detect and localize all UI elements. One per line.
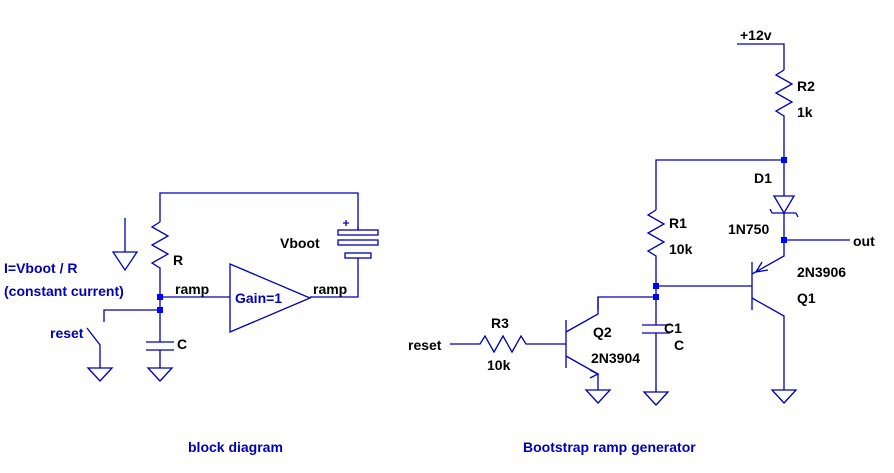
ground-c-icon <box>146 367 174 382</box>
label-vboot: Vboot <box>280 235 320 251</box>
label-r3-value: 10k <box>487 357 511 373</box>
label-d1: D1 <box>754 170 772 186</box>
block-diagram: R ramp ramp Gain=1 Vboot C I=Vboot / R (… <box>4 192 379 455</box>
resistor-r3 <box>450 334 566 354</box>
resistor-r1 <box>646 209 666 297</box>
current-arrow-icon <box>111 218 139 272</box>
label-q1-part: 2N3906 <box>797 264 846 280</box>
label-reset-block: reset <box>50 325 84 341</box>
label-supply: +12v <box>740 27 772 43</box>
label-ramp-in: ramp <box>175 281 209 297</box>
caption-block-diagram: block diagram <box>188 439 283 455</box>
label-ramp-out: ramp <box>313 281 347 297</box>
ground-switch-icon <box>86 367 114 382</box>
node-top <box>781 157 787 163</box>
label-d1-part: 1N750 <box>728 221 769 237</box>
transistor-q1-icon <box>751 240 785 390</box>
top-rail-wire <box>655 159 784 210</box>
bootstrap-ramp-generator: +12v R2 1k D1 1N750 out R1 10k 2N3906 Q1… <box>408 27 875 455</box>
gain-amplifier <box>229 263 312 333</box>
label-reset-circuit: reset <box>408 337 442 353</box>
label-r1: R1 <box>669 215 687 231</box>
ground-c1-icon <box>642 391 670 406</box>
ramp-node <box>157 294 163 300</box>
label-r2: R2 <box>797 78 815 94</box>
q2-collector-wire <box>597 296 656 310</box>
label-r: R <box>173 252 183 268</box>
ground-q1-icon <box>770 389 798 404</box>
node-ramp <box>653 294 659 300</box>
label-c1: C1 <box>664 320 682 336</box>
label-c: C <box>177 336 187 352</box>
resistor-r <box>150 221 170 297</box>
label-out: out <box>853 233 875 249</box>
label-gain: Gain=1 <box>235 290 282 306</box>
supply-wire <box>737 43 785 70</box>
label-current-eq: I=Vboot / R <box>4 260 78 276</box>
label-q2: Q2 <box>593 324 612 340</box>
label-r1-value: 10k <box>669 241 693 257</box>
label-constant-current: (constant current) <box>4 283 124 299</box>
ground-q2-icon <box>584 389 612 404</box>
node-out <box>781 237 787 243</box>
feedback-wire <box>159 192 359 230</box>
caption-bootstrap: Bootstrap ramp generator <box>523 439 696 455</box>
label-r2-value: 1k <box>797 104 813 120</box>
label-q1: Q1 <box>797 290 816 306</box>
amp-output-wire <box>310 262 359 298</box>
resistor-r2 <box>774 69 794 160</box>
capacitor-c <box>146 341 174 368</box>
zener-d1-icon <box>769 160 799 240</box>
label-c1-value: C <box>674 337 684 353</box>
capacitor-c1 <box>642 324 670 392</box>
label-r3: R3 <box>491 315 509 331</box>
battery-vboot-icon <box>337 220 379 262</box>
reset-node <box>157 307 163 313</box>
label-q2-part: 2N3904 <box>591 350 640 366</box>
transistor-q2-icon <box>565 297 600 390</box>
reset-switch <box>86 309 160 368</box>
node-r1-q1 <box>653 283 659 289</box>
